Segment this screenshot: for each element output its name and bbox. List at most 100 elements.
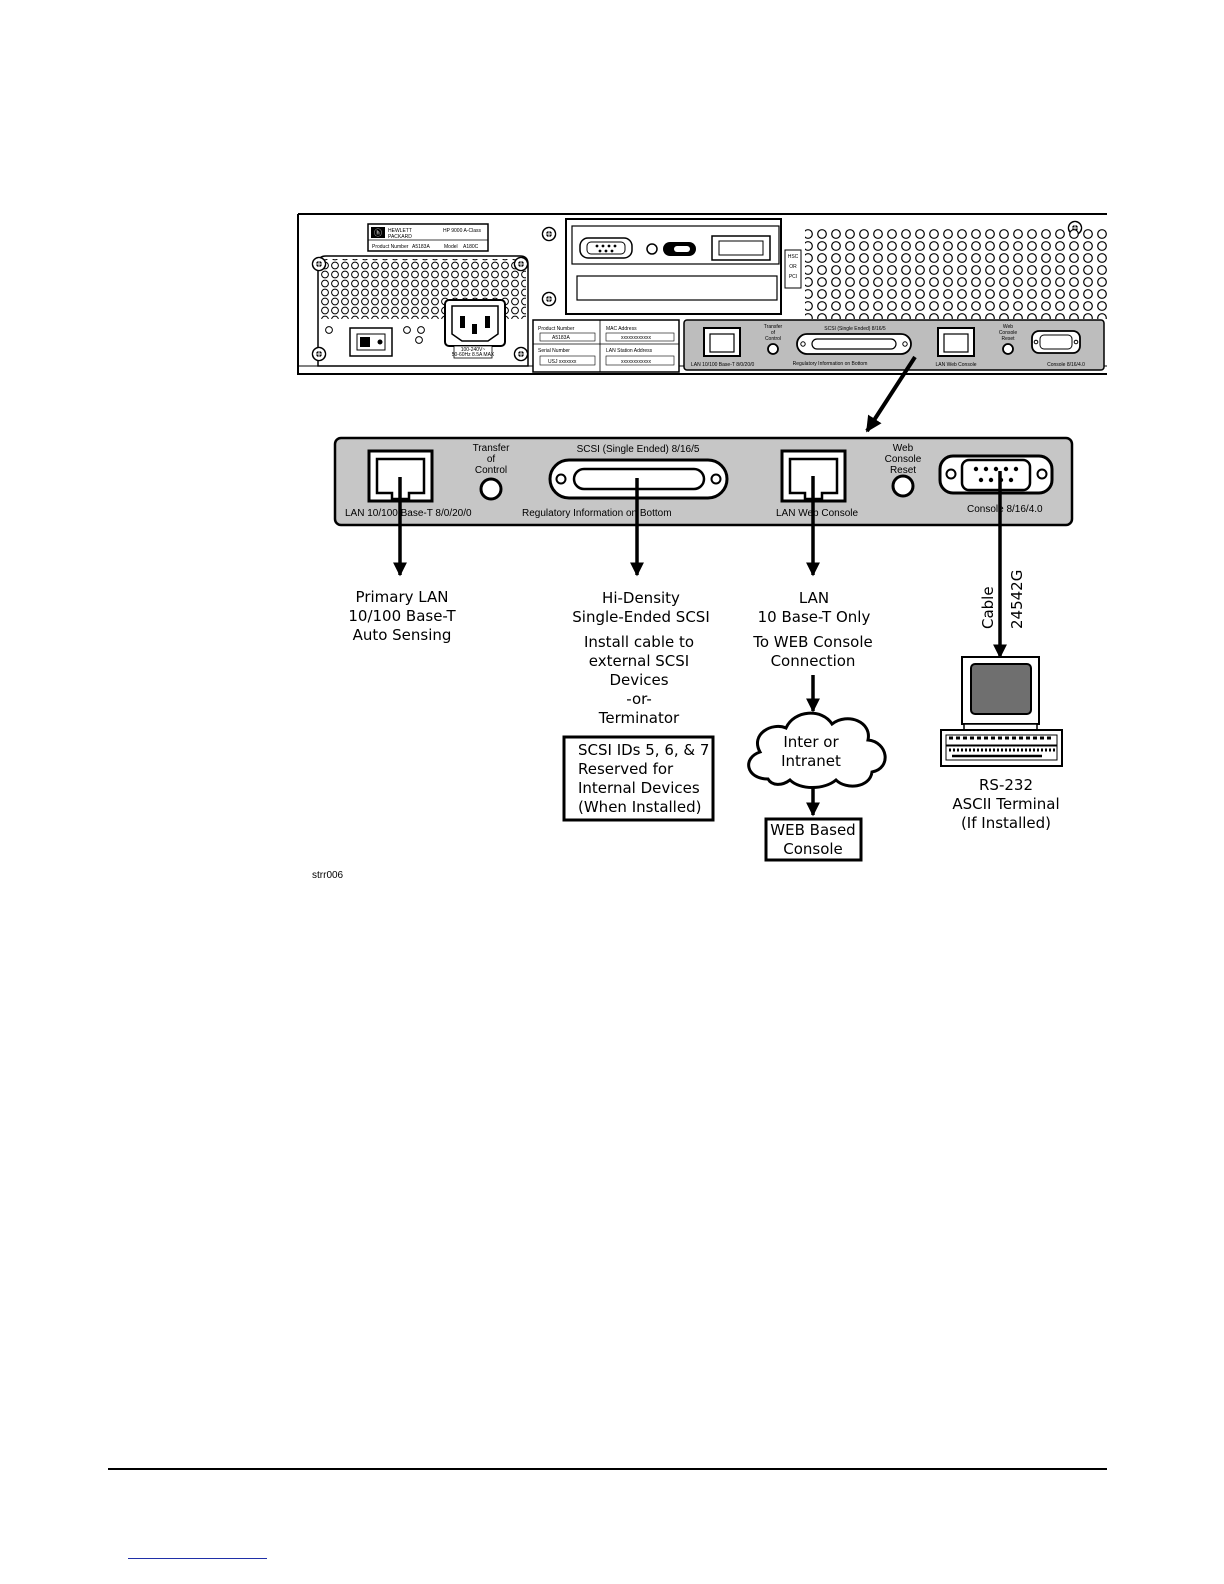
product-number-label: Product Number — [372, 244, 409, 250]
info-lan-station-value: xxxxxxxxxxxx — [621, 359, 652, 365]
scsi-install-line-3: Devices — [609, 671, 668, 689]
enlarged-io-panel: LAN 10/100 Base-T 8/0/20/0 Transfer of C… — [333, 436, 1074, 527]
screw-icon — [513, 346, 529, 362]
hp-brand-2: PACKARD — [388, 234, 412, 240]
lan-web-console-label: LAN Web Console — [776, 508, 859, 519]
scsi-line-2: Single-Ended SCSI — [572, 608, 710, 626]
info-mac-value: xxxxxxxxxxxx — [621, 335, 652, 341]
small-web-reset-label-1: Web — [1003, 324, 1013, 330]
toc-button[interactable] — [479, 477, 503, 501]
info-product-number-value: A5183A — [552, 335, 570, 341]
lan-web-callout: LAN 10 Base-T Only To WEB Console Connec… — [752, 589, 872, 670]
primary-lan-callout: Primary LAN 10/100 Base-T Auto Sensing — [348, 588, 456, 644]
power-rating-2: 50-60Hz 8.5A MAX — [452, 352, 495, 358]
terminal-line-3: (If Installed) — [961, 814, 1051, 832]
scsi-box-line-3: Internal Devices — [578, 779, 700, 797]
scsi-install-line-2: external SCSI — [589, 652, 689, 670]
screw-icon — [541, 226, 557, 242]
scsi-callout: Hi-Density Single-Ended SCSI Install cab… — [562, 589, 715, 822]
pci-slot-area: HSC OR PCI — [565, 218, 802, 315]
web-box-line-1: WEB Based — [770, 821, 855, 839]
slot-label-pci: PCI — [789, 274, 797, 280]
cloud-line-1: Inter or — [783, 733, 839, 751]
toc-label-1: Transfer — [473, 443, 511, 454]
product-number-value: A5183A — [412, 244, 430, 250]
vent-grille — [805, 227, 1107, 319]
info-product-number: Product Number — [538, 326, 575, 332]
screw-icon — [541, 291, 557, 307]
screw-icon — [311, 256, 327, 272]
hp-product-label: ⓗ HEWLETT PACKARD HP 9000 A-Class Produc… — [367, 223, 489, 252]
svg-text:ⓗ: ⓗ — [374, 229, 382, 238]
slot-label-or: OR — [789, 264, 797, 270]
model-value: A180C — [463, 244, 479, 250]
ascii-terminal-icon — [940, 656, 1063, 767]
scsi-ids-box — [562, 735, 715, 822]
info-serial-number: Serial Number — [538, 348, 570, 354]
primary-lan-line-3: Auto Sensing — [353, 626, 452, 644]
model-title: HP 9000 A-Class — [443, 228, 481, 234]
screw-icon — [311, 346, 327, 362]
footer-rule — [108, 1468, 1107, 1470]
scsi-box-line-1: SCSI IDs 5, 6, & 7 — [578, 741, 709, 759]
product-info-label: Product Number A5183A MAC Address xxxxxx… — [532, 319, 680, 373]
small-io-panel: LAN 10/100 Base-T 8/0/20/0 Transfer of C… — [683, 319, 1105, 371]
small-web-reset-label-2: Console — [999, 330, 1018, 336]
power-supply: 100-240V~ 50-60Hz 8.5A MAX — [317, 255, 529, 367]
power-rating-1: 100-240V~ — [461, 347, 486, 353]
scsi-port-label: SCSI (Single Ended) 8/16/5 — [577, 444, 700, 455]
hp-brand-1: HEWLETT — [388, 228, 412, 234]
lan-web-line-1: LAN — [799, 589, 829, 607]
terminal-line-2: ASCII Terminal — [952, 795, 1059, 813]
console-port[interactable] — [938, 454, 1054, 495]
scsi-install-line-5: Terminator — [598, 709, 680, 727]
screw-icon — [513, 256, 529, 272]
small-toc-label-1: Transfer — [764, 324, 783, 330]
console-port-label: Console 8/16/4.0 — [967, 504, 1043, 515]
small-toc-button[interactable] — [767, 343, 779, 355]
model-label: Model — [444, 244, 458, 250]
lan-port-label: LAN 10/100 Base-T 8/0/20/0 — [345, 508, 472, 519]
scsi-install-line-4: -or- — [626, 690, 652, 708]
cable-part-number: 24542G — [1008, 570, 1026, 629]
lan-web-to-line-2: Connection — [771, 652, 856, 670]
small-scsi-label: SCSI (Single Ended) 8/16/5 — [824, 326, 886, 332]
scsi-box-line-4: (When Installed) — [578, 798, 701, 816]
server-rear-panel: ⓗ HEWLETT PACKARD HP 9000 A-Class Produc… — [297, 213, 1107, 375]
terminal-line-1: RS-232 — [979, 776, 1033, 794]
small-regulatory-label: Regulatory Information on Bottom — [793, 361, 868, 367]
zoom-arrow — [865, 355, 917, 433]
small-console-label: Console 8/16/4.0 — [1047, 362, 1085, 368]
regulatory-label: Regulatory Information on Bottom — [522, 508, 672, 519]
info-mac-address: MAC Address — [606, 326, 637, 332]
toc-label-3: Control — [475, 465, 507, 476]
small-web-reset-label-3: Reset — [1001, 336, 1015, 342]
web-reset-label-1: Web — [893, 443, 914, 454]
info-serial-value: USJ xxxxxxx — [548, 359, 577, 365]
toc-label-2: of — [487, 454, 496, 465]
network-cloud-icon: Inter or Intranet — [747, 711, 887, 789]
footer-link-underline[interactable] — [128, 1558, 267, 1559]
info-lan-station: LAN Station Address — [606, 348, 653, 354]
hp-logo-icon — [371, 227, 385, 238]
web-reset-label-2: Console — [885, 454, 922, 465]
primary-lan-line-1: Primary LAN — [356, 588, 449, 606]
small-web-reset-button[interactable] — [1002, 343, 1014, 355]
small-lan-web-label: LAN Web Console — [935, 362, 976, 368]
small-lan-label: LAN 10/100 Base-T 8/0/20/0 — [691, 362, 755, 368]
web-reset-label-3: Reset — [890, 465, 916, 476]
small-toc-label-3: Control — [765, 336, 781, 342]
small-toc-label-2: of — [771, 330, 776, 336]
scsi-line-1: Hi-Density — [602, 589, 680, 607]
figure-id: strr006 — [312, 870, 344, 881]
lan-web-to-line-1: To WEB Console — [752, 633, 872, 651]
web-console-box — [764, 817, 863, 862]
scsi-box-line-2: Reserved for — [578, 760, 674, 778]
slot-label-hsc: HSC — [788, 254, 799, 260]
web-reset-button[interactable] — [891, 474, 915, 498]
primary-lan-line-2: 10/100 Base-T — [348, 607, 456, 625]
scsi-install-line-1: Install cable to — [584, 633, 694, 651]
web-box-line-2: Console — [783, 840, 843, 858]
lan-web-line-2: 10 Base-T Only — [758, 608, 871, 626]
